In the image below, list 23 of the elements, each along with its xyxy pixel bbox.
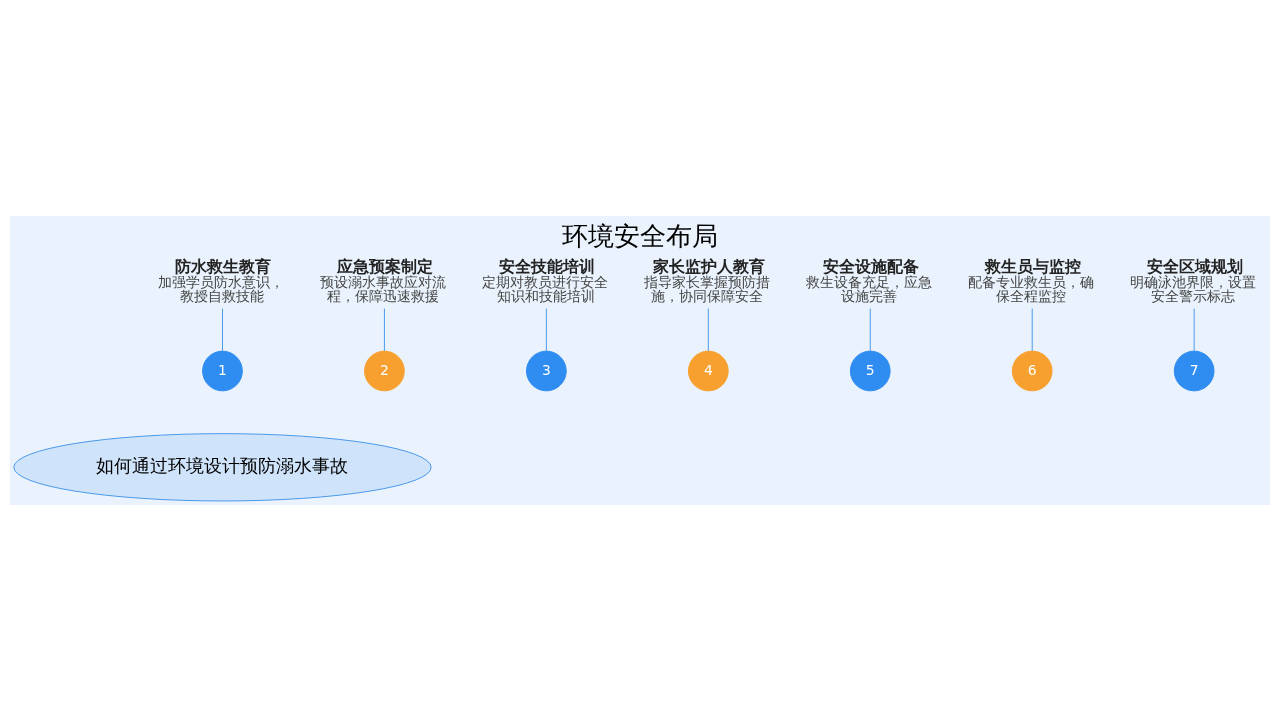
node-circle: 6 [1011,350,1053,391]
node-text: 安全设施配备 救生设备充足，应急设施完善 [806,256,933,304]
node-text: 应急预案制定 预设溺水事故应对流程，保障迅速救援 [320,256,447,304]
connector [1193,307,1195,351]
node-text: 安全区域规划 明确泳池界限，设置安全警示标志 [1130,256,1257,304]
diagram-title: 环境安全布局 [562,220,719,251]
node-text: 救生员与监控 配备专业救生员，确保全程监控 [968,256,1095,304]
node-circle: 7 [1173,350,1215,391]
connector [383,307,385,351]
node-circle: 1 [202,350,243,391]
connector [869,307,871,351]
node-circle: 5 [849,350,891,391]
connector [221,307,223,351]
connector [1031,307,1033,351]
node-ellipse: 如何通过环境设计预防溺水事故 [13,432,432,501]
node-circle: 4 [687,350,729,391]
node-circle: 3 [526,350,567,391]
connector [545,307,547,351]
connector [707,307,709,351]
node-text: 家长监护人教育 指导家长掌握预防措施，协同保障安全 [644,256,771,304]
node-circle: 2 [364,350,405,391]
node-text: 安全技能培训 定期对教员进行安全知识和技能培训 [482,256,609,304]
node-text: 防水救生教育 加强学员防水意识，教授自救技能 [158,256,285,304]
